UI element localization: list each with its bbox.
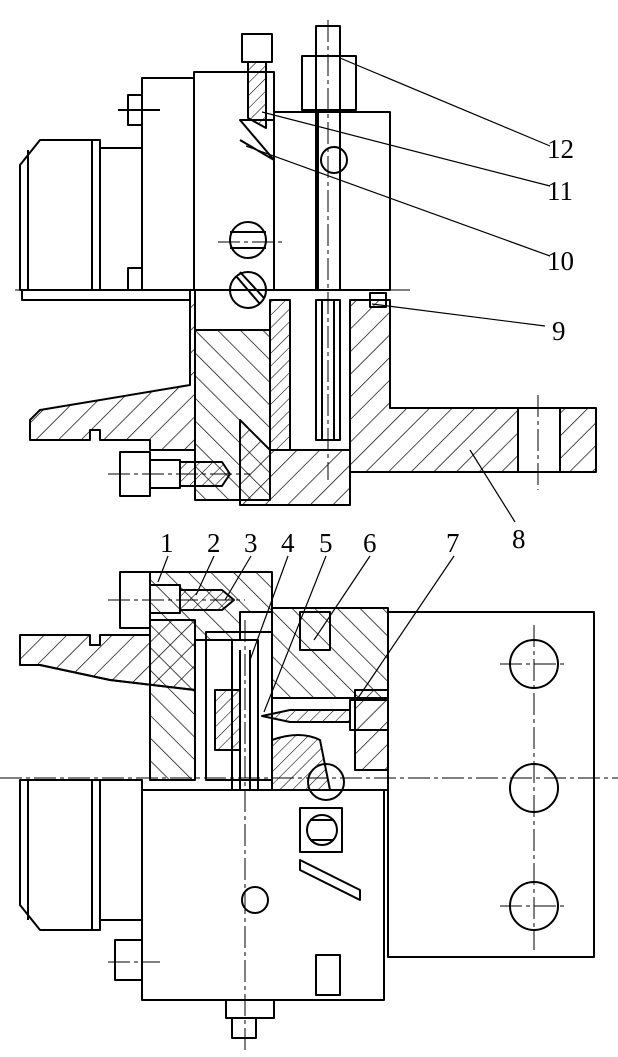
upper-spindle-nose bbox=[19, 139, 101, 291]
upper-view bbox=[19, 25, 597, 506]
centre-lines bbox=[0, 20, 618, 1052]
label-4: 4 bbox=[281, 528, 295, 558]
label-6: 6 bbox=[363, 528, 377, 558]
label-1: 1 bbox=[160, 528, 174, 558]
label-8: 8 bbox=[512, 524, 526, 554]
lower-pin-bottom bbox=[231, 1017, 257, 1039]
label-9: 9 bbox=[552, 316, 566, 346]
label-12: 12 bbox=[547, 134, 574, 164]
callout-labels: 12 11 10 9 8 1 2 3 4 5 6 7 bbox=[160, 134, 574, 558]
lower-roller-b bbox=[299, 807, 343, 853]
label-7: 7 bbox=[446, 528, 460, 558]
screw-2 bbox=[179, 589, 235, 611]
right-plate bbox=[387, 611, 595, 958]
leader-lines bbox=[157, 57, 551, 713]
lower-view bbox=[19, 571, 595, 1039]
screw-11 bbox=[241, 33, 273, 63]
upper-spindle-section bbox=[20, 289, 196, 451]
pin-9 bbox=[369, 292, 387, 308]
upper-roller-a bbox=[229, 221, 267, 259]
label-2: 2 bbox=[207, 528, 221, 558]
lower-roller-a bbox=[307, 763, 345, 801]
screw-7 bbox=[261, 709, 351, 723]
lower-slide-body bbox=[141, 789, 385, 1001]
label-11: 11 bbox=[547, 176, 573, 206]
upper-slide bbox=[273, 111, 319, 291]
label-5: 5 bbox=[319, 528, 333, 558]
label-10: 10 bbox=[547, 246, 574, 276]
lower-pin-right bbox=[315, 954, 341, 996]
label-3: 3 bbox=[244, 528, 258, 558]
lower-spindle-nose bbox=[19, 779, 101, 931]
